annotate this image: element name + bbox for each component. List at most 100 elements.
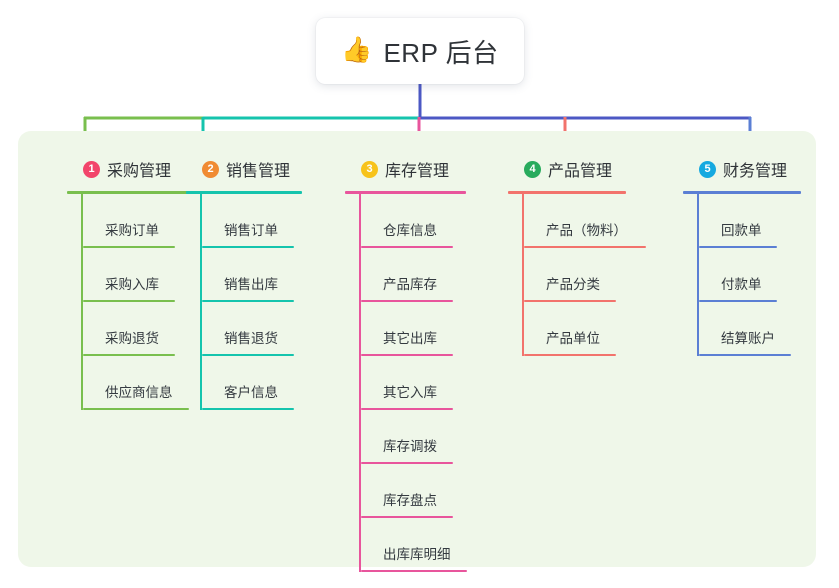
branch-title: 财务管理 [723, 163, 788, 180]
branch-column-3: 3 库存管理仓库信息产品库存其它出库其它入库库存调拨库存盘点出库库明细 [345, 150, 473, 572]
branch-spine [359, 194, 361, 572]
branch-item-label: 客户信息 [224, 385, 278, 400]
branch-item[interactable]: 结算账户 [699, 302, 801, 356]
branch-item[interactable]: 出库库明细 [361, 518, 473, 572]
branch-spine [81, 194, 83, 410]
branch-column-4: 4 产品管理产品（物料） 产品分类产品单位 [508, 150, 646, 356]
thumbs-up-icon: 👍 [341, 35, 373, 64]
branch-item[interactable]: 供应商信息 [83, 356, 195, 410]
branch-item[interactable]: 采购退货 [83, 302, 195, 356]
branch-item-underline [361, 516, 453, 518]
branch-item[interactable]: 采购订单 [83, 194, 195, 248]
branch-item[interactable]: 仓库信息 [361, 194, 473, 248]
branches-panel [18, 131, 816, 567]
branch-item-underline [361, 354, 453, 356]
branch-item-label: 采购订单 [105, 223, 159, 238]
branch-item-underline [361, 462, 453, 464]
branch-column-5: 5 财务管理回款单付款单结算账户 [683, 150, 801, 356]
branch-number-badge: 3 [361, 160, 378, 178]
branch-item-label: 其它入库 [383, 385, 437, 400]
branch-item[interactable]: 销售订单 [202, 194, 304, 248]
branch-item-label: 销售订单 [224, 223, 278, 238]
branch-item-underline [83, 300, 175, 302]
branch-item[interactable]: 产品（物料） [524, 194, 646, 248]
branch-item[interactable]: 产品库存 [361, 248, 473, 302]
branch-item[interactable]: 回款单 [699, 194, 801, 248]
branch-title: 产品管理 [548, 163, 613, 180]
branch-item-underline [361, 300, 453, 302]
branch-item[interactable]: 客户信息 [202, 356, 304, 410]
branch-items-3: 仓库信息产品库存其它出库其它入库库存调拨库存盘点出库库明细 [345, 194, 473, 572]
branch-item-label: 付款单 [721, 277, 762, 292]
root-title: ERP 后台 [383, 37, 499, 68]
branch-spine [200, 194, 202, 410]
branch-title: 库存管理 [385, 163, 450, 180]
branch-items-5: 回款单付款单结算账户 [683, 194, 801, 356]
branch-item[interactable]: 付款单 [699, 248, 801, 302]
branch-number-badge: 2 [202, 160, 219, 178]
branch-item-underline [699, 300, 777, 302]
root-node-content: 👍 ERP 后台 [341, 33, 498, 70]
branch-item[interactable]: 其它入库 [361, 356, 473, 410]
branch-header-2[interactable]: 2 销售管理 [186, 150, 304, 188]
branch-item[interactable]: 库存调拨 [361, 410, 473, 464]
branch-underline [683, 191, 801, 194]
branch-item-label: 其它出库 [383, 331, 437, 346]
branch-item-label: 销售退货 [224, 331, 278, 346]
branch-item-label: 回款单 [721, 223, 762, 238]
branch-item-underline [202, 300, 294, 302]
branch-column-2: 2 销售管理销售订单销售出库销售退货客户信息 [186, 150, 304, 410]
branch-item[interactable]: 库存盘点 [361, 464, 473, 518]
branch-header-5[interactable]: 5 财务管理 [683, 150, 801, 188]
branch-item-underline [83, 246, 175, 248]
branch-item-underline [202, 246, 294, 248]
branch-item[interactable]: 采购入库 [83, 248, 195, 302]
branch-item-label: 产品库存 [383, 277, 437, 292]
branch-items-4: 产品（物料） 产品分类产品单位 [508, 194, 646, 356]
branch-item-underline [83, 354, 175, 356]
branch-item-label: 产品单位 [546, 331, 600, 346]
branch-item-underline [361, 570, 467, 572]
branch-item-label: 产品（物料） [546, 223, 627, 238]
branch-item[interactable]: 销售退货 [202, 302, 304, 356]
branch-item-label: 采购退货 [105, 331, 159, 346]
branch-spine [522, 194, 524, 356]
branch-title: 采购管理 [107, 163, 172, 180]
branch-item[interactable]: 产品分类 [524, 248, 636, 302]
branch-item-label: 产品分类 [546, 277, 600, 292]
branch-spine [697, 194, 699, 356]
branch-item-label: 供应商信息 [105, 385, 173, 400]
branch-items-2: 销售订单销售出库销售退货客户信息 [186, 194, 304, 410]
branch-item[interactable]: 其它出库 [361, 302, 473, 356]
branch-items-1: 采购订单采购入库采购退货供应商信息 [67, 194, 195, 410]
branch-item-underline [202, 408, 294, 410]
branch-item-underline [699, 246, 777, 248]
branch-item-label: 结算账户 [721, 331, 775, 346]
branch-item-underline [202, 354, 294, 356]
branch-number-badge: 5 [699, 160, 716, 178]
branch-item[interactable]: 销售出库 [202, 248, 304, 302]
branch-item-label: 库存盘点 [383, 493, 437, 508]
branch-header-3[interactable]: 3 库存管理 [345, 150, 473, 188]
branch-item-underline [524, 300, 616, 302]
branch-title: 销售管理 [226, 163, 291, 180]
branch-item-underline [524, 354, 616, 356]
branch-underline [67, 191, 195, 194]
branch-number-badge: 4 [524, 160, 541, 178]
branch-item-label: 采购入库 [105, 277, 159, 292]
root-node-card[interactable]: 👍 ERP 后台 [316, 18, 524, 84]
branch-item-underline [524, 246, 646, 248]
branch-underline [508, 191, 626, 194]
branch-header-4[interactable]: 4 产品管理 [508, 150, 636, 188]
branch-item[interactable]: 产品单位 [524, 302, 636, 356]
branch-underline [345, 191, 466, 194]
branch-item-label: 销售出库 [224, 277, 278, 292]
branch-underline [186, 191, 302, 194]
branch-item-underline [361, 408, 453, 410]
branch-item-label: 出库库明细 [383, 547, 451, 562]
branch-item-underline [83, 408, 189, 410]
